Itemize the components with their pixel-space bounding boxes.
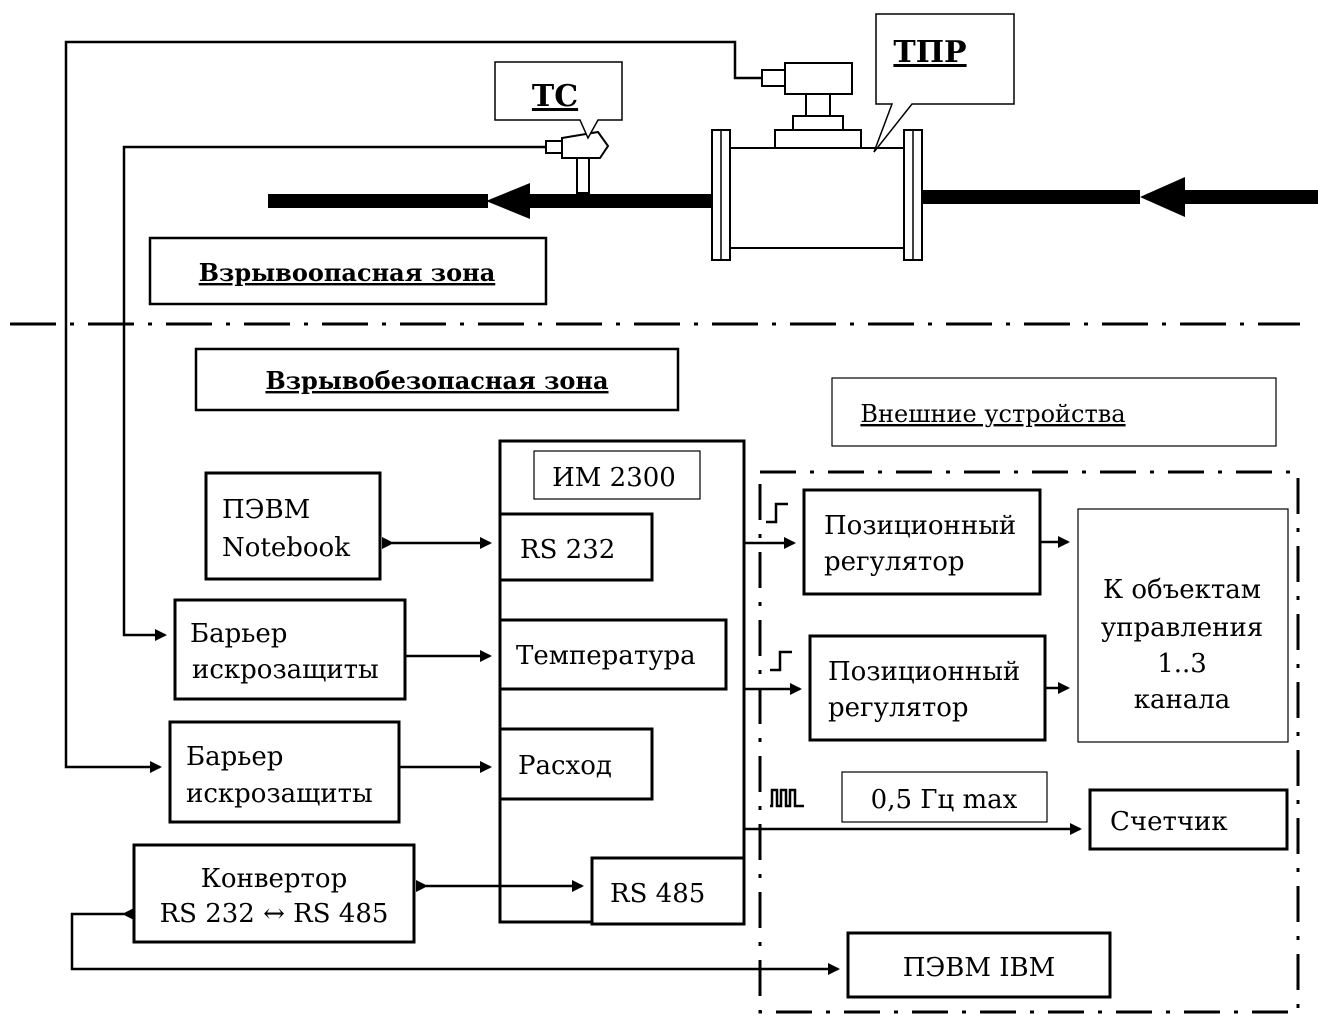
flow-label: Расход [518,751,612,781]
freq-box [841,771,1048,823]
pc-ibm-box [846,931,1112,999]
control-objects-label-2: управления [1101,613,1263,643]
tpr-head [784,62,853,95]
external-devices-label: Внешние устройства [860,400,1125,428]
pulse-symbols [766,502,804,808]
tc-callout [494,61,623,140]
pc-ibm-label: ПЭВМ IBM [903,953,1056,983]
hazard-zone-label: Взрывоопасная зона [199,258,496,287]
counter-box [1088,788,1289,851]
tpr-callout [873,13,1015,153]
barrier2-label-2: искрозащиты [186,779,373,809]
safe-zone-label: Взрывобезопасная зона [265,366,608,395]
pipe-middle [530,194,715,208]
line-tpr-to-barrier2 [64,40,762,773]
pipe-left [268,194,488,208]
control-objects-box [1077,508,1289,743]
pc-notebook-label-1: ПЭВМ [222,495,310,525]
flow-port [498,727,654,801]
line-converter-pcibm [70,908,840,975]
converter-label-2: RS 232 ↔ RS 485 [160,899,389,929]
external-devices-box [831,377,1277,447]
rs232-port [498,512,654,582]
regulator1-label-2: регулятор [824,547,965,577]
flow-arrow-left [486,183,530,219]
im2300-label: ИМ 2300 [552,463,676,493]
barrier1-label-1: Барьер [190,619,287,649]
pipeline [268,62,1318,261]
im2300-title-box [533,450,701,500]
freq-label: 0,5 Гц max [871,785,1018,815]
flow-arrow-right [1140,177,1185,217]
tc-label: ТС [532,79,578,114]
step-icon-1 [766,502,788,524]
regulator2-label-2: регулятор [828,693,969,723]
flowmeter-body [729,147,907,249]
control-objects-label-1: К объектам [1103,575,1261,605]
signal-lines [64,40,1082,975]
tpr-base [774,129,862,149]
barrier1-label-2: искрозащиты [192,655,379,685]
converter-label-1: Конвертор [201,864,347,894]
rs485-label: RS 485 [610,879,705,909]
pipe-right [920,190,1140,204]
line-tc-to-barrier1 [122,145,546,641]
tc-head [561,130,610,159]
control-objects-label-3: 1..3 [1157,649,1207,679]
pc-notebook-box [204,471,382,581]
pipe-right-end [1185,190,1318,204]
barrier2-label-1: Барьер [186,742,283,772]
rs232-label: RS 232 [520,535,615,565]
barrier2-box [168,720,401,824]
pc-notebook-label-2: Notebook [222,533,350,563]
temperature-label: Температура [516,641,696,671]
safe-zone-box [194,347,680,412]
tc-stem [576,154,590,194]
control-objects-label-4: канала [1134,685,1231,715]
tpr-label: ТПР [893,35,966,70]
regulator1-box [802,488,1042,596]
counter-label: Счетчик [1110,807,1228,837]
barrier1-box [173,598,407,701]
temperature-port [498,618,728,691]
regulator2-box [808,634,1047,742]
hazard-zone-box [148,236,548,306]
pulse-train-icon [770,788,804,808]
regulator1-label-1: Позиционный [824,511,1016,541]
external-devices-region [758,470,1300,1014]
regulator2-label-1: Позиционный [828,657,1020,687]
step-icon-2 [770,650,792,672]
